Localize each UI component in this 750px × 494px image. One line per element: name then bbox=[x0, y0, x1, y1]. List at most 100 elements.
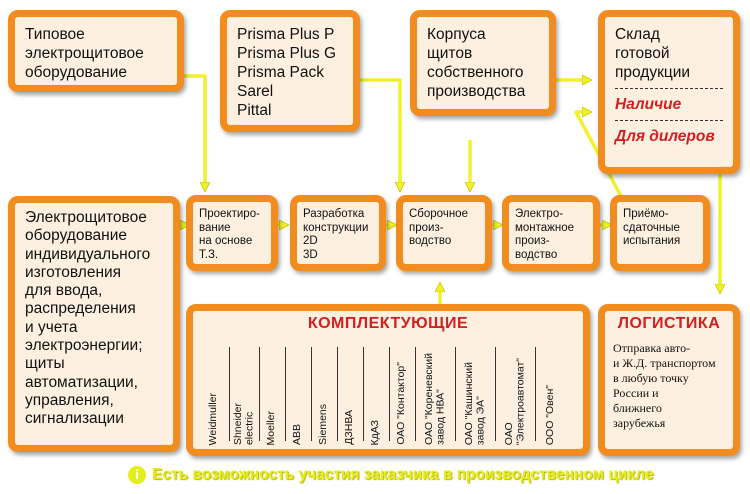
component-label: Moeller bbox=[265, 410, 278, 445]
step-line: Разработка bbox=[303, 208, 365, 220]
component-label: ДЗНВА bbox=[343, 410, 356, 445]
step-line: Т.З. bbox=[199, 248, 219, 261]
typical-line: оборудование bbox=[25, 64, 127, 81]
brand-item: Prisma Plus G bbox=[237, 45, 337, 62]
divider bbox=[229, 347, 230, 441]
step-line: 3D bbox=[303, 248, 318, 261]
housings-line: Корпуса bbox=[427, 26, 486, 43]
custom-line: оборудование bbox=[25, 227, 127, 245]
step-line: сдаточные bbox=[623, 221, 680, 234]
arrow-typical-to-design bbox=[178, 74, 205, 188]
component-item: ОАО "Электроавтомат" bbox=[495, 339, 535, 445]
divider bbox=[615, 88, 723, 89]
component-label: Weidmuller bbox=[207, 392, 220, 445]
step-line: Сборочное bbox=[409, 208, 468, 220]
components-title: КОМПЛЕКТУЮЩИЕ bbox=[307, 315, 469, 332]
custom-line: Электрощитовое bbox=[25, 209, 147, 226]
typical-equipment-box: Типовое электрощитовое оборудование bbox=[8, 10, 184, 92]
warehouse-line: Склад bbox=[615, 26, 660, 43]
divider bbox=[615, 120, 723, 121]
dealers-label: Для дилеров bbox=[615, 128, 715, 145]
step-line: 2D bbox=[303, 235, 318, 247]
custom-line: распределения bbox=[25, 300, 136, 318]
own-housings-box: Корпуса щитов собственного производства bbox=[410, 10, 556, 116]
step-development: Разработка конструкции 2D 3D bbox=[290, 195, 386, 271]
custom-line: щиты bbox=[25, 355, 65, 373]
component-label: ОАО "Электроавтомат" bbox=[502, 357, 527, 445]
step-testing: Приёмо- сдаточные испытания bbox=[610, 195, 710, 271]
components-box: КОМПЛЕКТУЮЩИЕ Weidmuller Shneider electr… bbox=[186, 304, 590, 456]
info-icon: i bbox=[128, 466, 146, 484]
component-item: КдАЗ bbox=[363, 339, 389, 445]
custom-line: управления, bbox=[25, 391, 114, 409]
component-item: ДЗНВА bbox=[337, 339, 363, 445]
component-item: Siemens bbox=[311, 339, 337, 445]
step-line: водство bbox=[515, 248, 558, 261]
step-line: монтажное bbox=[515, 221, 575, 234]
divider bbox=[259, 347, 260, 441]
step-line: испытания bbox=[623, 235, 681, 247]
step-line: Электро- bbox=[515, 208, 564, 220]
warehouse-box: Склад готовой продукции Наличие Для диле… bbox=[598, 10, 740, 174]
component-item: Weidmuller bbox=[199, 339, 229, 445]
component-label: ООО "Овен" bbox=[544, 384, 557, 445]
custom-line: автоматизации, bbox=[25, 373, 138, 391]
custom-line: для ввода, bbox=[25, 282, 103, 300]
divider bbox=[415, 347, 416, 441]
housings-line: щитов bbox=[427, 45, 473, 62]
warehouse-line: продукции bbox=[615, 64, 691, 81]
divider bbox=[285, 347, 286, 441]
component-item: Moeller bbox=[259, 339, 285, 445]
step-design: Проектиро- вание на основе Т.З. bbox=[186, 195, 278, 271]
brand-item: Prisma Plus P bbox=[237, 26, 335, 43]
logistics-title: ЛОГИСТИКА bbox=[617, 315, 721, 332]
step-line: Приёмо- bbox=[623, 208, 669, 220]
component-label: ОАО "Контактор" bbox=[395, 362, 408, 445]
component-item: ООО "Овен" bbox=[535, 339, 567, 445]
housings-line: собственного bbox=[427, 64, 524, 81]
component-item: Shneider electric bbox=[229, 339, 259, 445]
custom-line: индивидуального bbox=[25, 245, 151, 263]
step-line: конструкции bbox=[303, 221, 369, 234]
step-line: водство bbox=[409, 235, 452, 247]
brand-item: Sarel bbox=[237, 83, 274, 100]
footer-text: Есть возможность участия заказчика в про… bbox=[152, 466, 654, 483]
component-item: ОАО "Контактор" bbox=[389, 339, 415, 445]
typical-line: электрощитовое bbox=[25, 45, 144, 62]
divider bbox=[337, 347, 338, 441]
component-label: КдАЗ bbox=[369, 419, 382, 445]
divider bbox=[455, 347, 456, 441]
component-label: ОАО "Кореневский завод НВА" bbox=[422, 353, 447, 445]
divider bbox=[495, 347, 496, 441]
custom-equipment-box: Электрощитовое оборудование индивидуальн… bbox=[8, 196, 180, 452]
component-label: Shneider electric bbox=[231, 402, 256, 445]
housings-line: производства bbox=[427, 83, 526, 100]
arrow-brands-to-assembly bbox=[360, 78, 400, 188]
component-label: Siemens bbox=[317, 404, 330, 445]
component-item: ОАО "Кореневский завод НВА" bbox=[415, 339, 455, 445]
step-electrical: Электро- монтажное произ- водство bbox=[502, 195, 600, 271]
step-line: Проектиро- bbox=[199, 208, 260, 220]
divider bbox=[535, 347, 536, 441]
custom-line: и учета bbox=[25, 318, 78, 336]
divider bbox=[389, 347, 390, 441]
brands-box: Prisma Plus P Prisma Plus G Prisma Pack … bbox=[220, 10, 360, 132]
step-line: произ- bbox=[409, 221, 444, 234]
component-item: ABB bbox=[285, 339, 311, 445]
component-label: ABB bbox=[291, 423, 304, 445]
logistics-box: ЛОГИСТИКА Отправка авто- и Ж.Д. транспор… bbox=[598, 304, 740, 456]
component-label: ОАО "Кашинский завод ЭА" bbox=[462, 361, 487, 445]
brand-item: Pittal bbox=[237, 102, 272, 119]
warehouse-line: готовой bbox=[615, 45, 670, 62]
divider bbox=[311, 347, 312, 441]
customer-participation-note: i Есть возможность участия заказчика в п… bbox=[128, 463, 654, 487]
logistics-text: Отправка авто- и Ж.Д. транспортом в любу… bbox=[613, 341, 716, 430]
step-assembly: Сборочное произ- водство bbox=[396, 195, 492, 271]
custom-line: сигнализации bbox=[25, 410, 124, 428]
divider bbox=[363, 347, 364, 441]
components-list: Weidmuller Shneider electric Moeller ABB… bbox=[199, 339, 577, 445]
custom-line: электроэнергии; bbox=[25, 337, 143, 355]
typical-line: Типовое bbox=[25, 26, 85, 43]
component-item: ОАО "Кашинский завод ЭА" bbox=[455, 339, 495, 445]
brand-item: Prisma Pack bbox=[237, 64, 324, 81]
